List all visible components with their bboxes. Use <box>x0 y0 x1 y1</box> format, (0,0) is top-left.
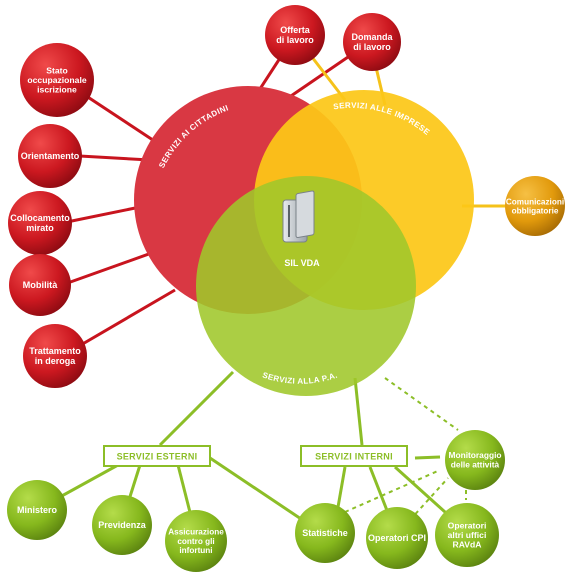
node-monitoraggio-bubble <box>445 430 505 490</box>
svg-text:SERVIZI ESTERNI: SERVIZI ESTERNI <box>117 452 198 462</box>
node-mobilita-bubble <box>9 254 71 316</box>
node-domanda-di-lavoro-label-line: Domanda <box>351 32 393 42</box>
node-offerta-di-lavoro-bubble <box>265 5 325 65</box>
node-operatori-cpi-bubble <box>366 507 428 569</box>
node-ministero[interactable]: Ministero <box>7 480 67 540</box>
node-offerta-di-lavoro-label-line: di lavoro <box>276 35 314 45</box>
node-assicurazione-label-line: infortuni <box>179 546 212 555</box>
node-previdenza-label-line: Previdenza <box>98 520 147 530</box>
node-stato-occupazionale-label-line: Stato <box>46 65 67 75</box>
node-orientamento-label-line: Orientamento <box>21 151 80 161</box>
dashed-statistiche <box>344 469 441 513</box>
node-monitoraggio-label-line: Monitoraggio <box>448 450 501 460</box>
server-icon <box>282 190 315 243</box>
svg-text:SERVIZI INTERNI: SERVIZI INTERNI <box>315 452 393 462</box>
node-comunicazioni-obbligatorie-bubble <box>505 176 565 236</box>
node-domanda-di-lavoro-label-line: di lavoro <box>353 42 391 52</box>
node-assicurazione-label-line: Assicurazione <box>168 528 224 537</box>
connector-monitoraggio <box>414 455 441 460</box>
node-mobilita[interactable]: Mobilità <box>9 254 71 316</box>
node-assicurazione-bubble <box>165 510 227 572</box>
node-layer: StatooccupazionaleiscrizioneOrientamento… <box>7 5 565 572</box>
node-operatori-ravda-bubble <box>435 503 499 567</box>
node-collocamento-mirato-label-line: mirato <box>26 223 54 233</box>
node-statistiche[interactable]: Statistiche <box>295 503 355 563</box>
node-ministero-bubble <box>7 480 67 540</box>
node-stato-occupazionale-bubble <box>20 43 94 117</box>
node-offerta-di-lavoro-label-line: Offerta <box>280 25 310 35</box>
node-previdenza-bubble <box>92 495 152 555</box>
node-ministero-label-line: Ministero <box>17 505 58 515</box>
box-servizi-interni[interactable]: SERVIZI INTERNI <box>300 445 408 467</box>
node-assicurazione-label-line: contro gli <box>177 537 214 546</box>
center-label: SIL VDA <box>284 258 320 268</box>
connector-pa-interni <box>353 377 364 446</box>
node-trattamento-in-deroga-bubble <box>23 324 87 388</box>
node-orientamento[interactable]: Orientamento <box>18 124 82 188</box>
node-statistiche-label-line: Statistiche <box>302 528 348 538</box>
node-orientamento-bubble <box>18 124 82 188</box>
dashed-pa-monitoraggio <box>384 377 459 431</box>
node-comunicazioni-obbligatorie-label-line: obbligatorie <box>512 207 559 216</box>
node-operatori-ravda-label-line: altri uffici <box>448 530 487 540</box>
node-collocamento-mirato-bubble <box>8 191 72 255</box>
node-domanda-di-lavoro-bubble <box>343 13 401 71</box>
node-collocamento-mirato-label-line: Collocamento <box>10 213 70 223</box>
circle-pa <box>196 176 416 396</box>
node-trattamento-in-deroga-label-line: Trattamento <box>29 346 81 356</box>
node-operatori-ravda-label-line: RAVdA <box>453 540 482 550</box>
dashed-cpi <box>409 477 449 521</box>
connector-pa-esterni <box>158 370 235 447</box>
node-comunicazioni-obbligatorie-label-line: Comunicazioni <box>506 197 564 206</box>
node-mobilita-label-line: Mobilità <box>23 280 59 290</box>
box-servizi-esterni[interactable]: SERVIZI ESTERNI <box>103 445 211 467</box>
venn-diagram: SERVIZI AI CITTADINI SERVIZI ALLE IMPRES… <box>134 86 474 396</box>
node-monitoraggio-label-line: delle attività <box>451 460 500 470</box>
node-operatori-cpi[interactable]: Operatori CPI <box>366 507 428 569</box>
node-operatori-cpi-label-line: Operatori CPI <box>368 533 426 543</box>
connector-mobilita <box>61 248 161 287</box>
node-operatori-ravda-label-line: Operatori <box>448 520 487 530</box>
node-stato-occupazionale-label-line: iscrizione <box>37 85 77 95</box>
node-stato-occupazionale-label-line: occupazionale <box>27 75 86 85</box>
node-trattamento-in-deroga-label-line: in deroga <box>35 356 76 366</box>
node-statistiche-bubble <box>295 503 355 563</box>
node-previdenza[interactable]: Previdenza <box>92 495 152 555</box>
